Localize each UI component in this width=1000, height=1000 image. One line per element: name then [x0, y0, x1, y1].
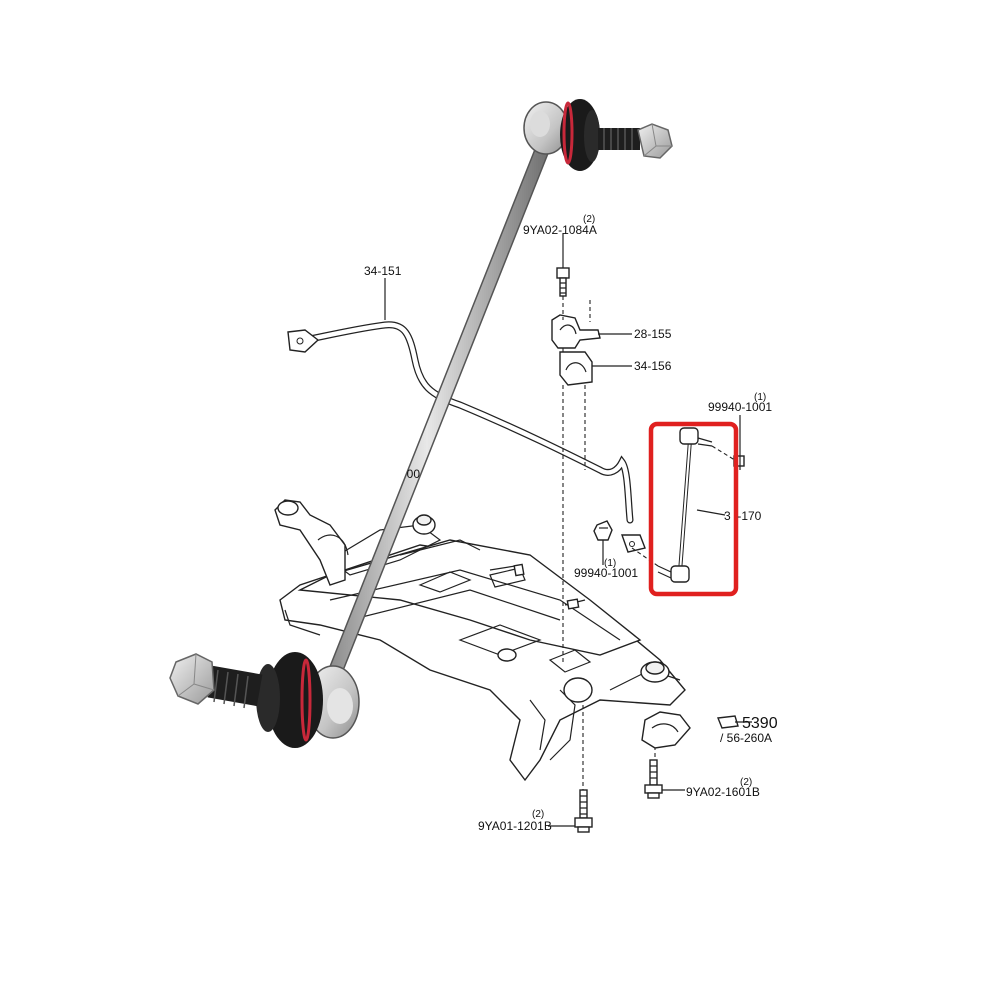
- label-crossmember: 00: [390, 467, 420, 481]
- label-bracket: 28-155: [634, 327, 672, 341]
- label-link: 3 -170: [724, 509, 762, 523]
- label-nut-top: 99940-1001: [708, 400, 772, 414]
- bolt-right-icon: [644, 759, 663, 799]
- link-small-drawing: [631, 427, 745, 583]
- label-bolt-right: 9YA02-1601B: [686, 785, 760, 799]
- qty-bolt-bottom: (2): [532, 809, 544, 820]
- stabilizer-link-large: [169, 99, 673, 748]
- label-bolt-top: 9YA02-1084A: [523, 223, 597, 237]
- subframe-crossmember: [274, 499, 686, 782]
- qty-bolt-top: (2): [583, 214, 595, 225]
- label-stabilizer-bar: 34-151: [364, 264, 402, 278]
- highlight-box: [648, 421, 739, 597]
- label-nut-bottom: 99940-1001: [574, 566, 638, 580]
- nut-bottom-icon: [593, 520, 613, 541]
- bracket-right-icon: [641, 711, 739, 749]
- bracket-icon: [551, 314, 601, 349]
- qty-bolt-right: (2): [740, 777, 752, 788]
- label-bracket-right-sub: / 56-260A: [720, 731, 772, 745]
- stabilizer-bar: [287, 321, 646, 553]
- qty-nut-top: (1): [754, 392, 766, 403]
- label-bolt-bottom: 9YA01-1201B: [478, 819, 552, 833]
- label-bracket-right: 5390: [742, 715, 778, 732]
- label-bushing: 34-156: [634, 359, 672, 373]
- qty-nut-bottom: (1): [604, 558, 616, 569]
- bolt-top-icon: [556, 267, 570, 297]
- bolt-bottom-icon: [574, 789, 593, 833]
- bushing-icon: [559, 351, 593, 386]
